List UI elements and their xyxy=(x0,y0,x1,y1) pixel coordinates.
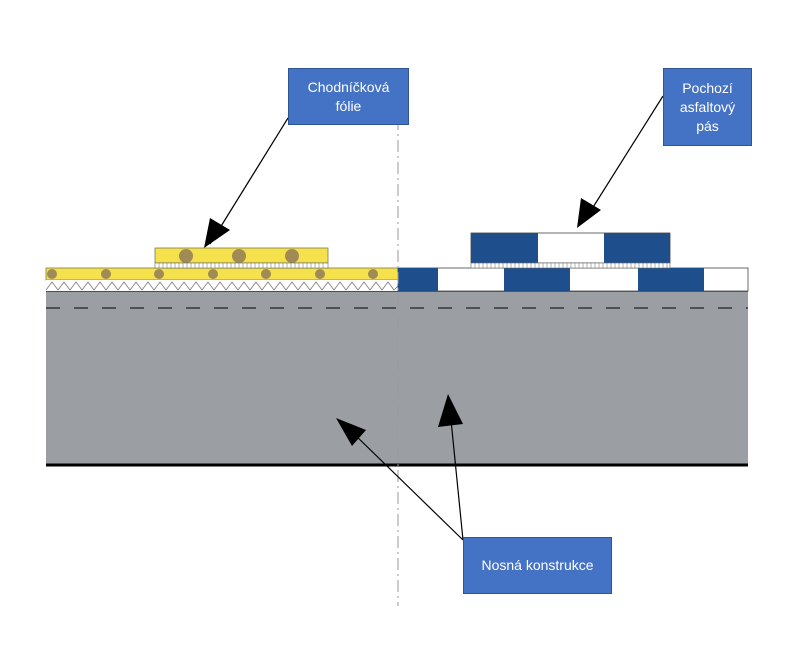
callout-structure-text: Nosná konstrukce xyxy=(481,557,594,573)
callout-walkway-foil: Chodníčková fólie xyxy=(288,68,409,125)
left-zigzag-pattern xyxy=(45,281,399,291)
callout-walkway-asphalt-line-3: pás xyxy=(696,117,719,134)
structure-slab xyxy=(46,291,748,465)
right-base-blocks xyxy=(398,268,704,291)
left-zigzag-layer xyxy=(46,280,398,291)
callout-structure: Nosná konstrukce xyxy=(463,537,612,594)
arrow-to-walkway-foil xyxy=(209,117,289,245)
right-adhesive-hatch xyxy=(474,263,668,268)
arrow-to-structure-right xyxy=(449,409,464,541)
right-adhesive-layer xyxy=(470,262,671,269)
walkway-foil-dots xyxy=(179,249,299,263)
arrowhead-structure-right xyxy=(438,394,463,427)
left-adhesive-layer xyxy=(154,262,329,269)
arrow-to-structure-left xyxy=(351,431,464,541)
callout-walkway-asphalt: Pochozí asfaltový pás xyxy=(663,68,752,146)
left-base-dots xyxy=(47,269,378,279)
arrowhead-walkway-foil xyxy=(204,218,230,248)
left-base-foil xyxy=(45,267,399,281)
callout-walkway-asphalt-line-1: Pochozí xyxy=(682,79,733,96)
callout-walkway-asphalt-line-2: asfaltový xyxy=(679,98,736,115)
arrow-to-walkway-asphalt xyxy=(584,95,664,221)
callout-walkway-foil-line-2: fólie xyxy=(335,97,362,114)
arrowhead-walkway-asphalt xyxy=(577,198,601,228)
left-adhesive-hatch xyxy=(158,263,324,268)
callout-walkway-foil-line-1: Chodníčková xyxy=(307,78,390,95)
walkway-asphalt-blocks xyxy=(471,233,670,263)
arrowhead-structure-left xyxy=(336,418,366,446)
